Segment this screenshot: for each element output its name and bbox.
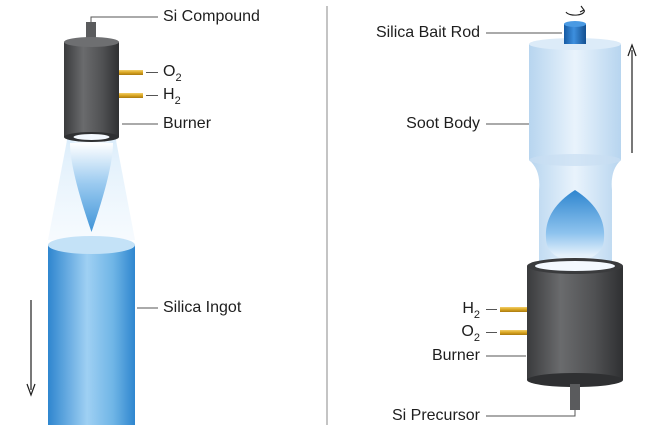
label-si-compound: Si Compound (163, 8, 260, 25)
down-arrow-icon (26, 300, 36, 397)
soot-body (529, 38, 621, 265)
left-panel (26, 16, 158, 425)
right-o2-pipe (500, 330, 527, 335)
silica-bait-rod (564, 21, 586, 44)
up-arrow-icon (627, 43, 637, 153)
label-soot-body: Soot Body (406, 115, 480, 132)
left-h2-pipe (119, 93, 143, 98)
label-left-burner: Burner (163, 115, 212, 132)
label-silica-bait-rod: Silica Bait Rod (375, 24, 480, 41)
left-leader-lines (90, 16, 158, 309)
right-burner (500, 258, 623, 410)
right-panel (486, 5, 637, 417)
label-right-h2: H2 (462, 300, 480, 321)
label-left-h2: H2 (163, 86, 181, 107)
right-leader-lines (486, 32, 576, 417)
right-h2-pipe (500, 307, 527, 312)
rotate-arrow-icon (565, 5, 585, 16)
silica-ingot (48, 236, 135, 425)
label-right-burner: Burner (431, 347, 480, 364)
label-si-precursor: Si Precursor (391, 407, 480, 424)
label-left-o2: O2 (163, 63, 182, 84)
left-o2-pipe (119, 70, 143, 75)
label-silica-ingot: Silica Ingot (163, 299, 242, 316)
left-burner (64, 22, 143, 142)
label-right-o2: O2 (461, 323, 480, 344)
